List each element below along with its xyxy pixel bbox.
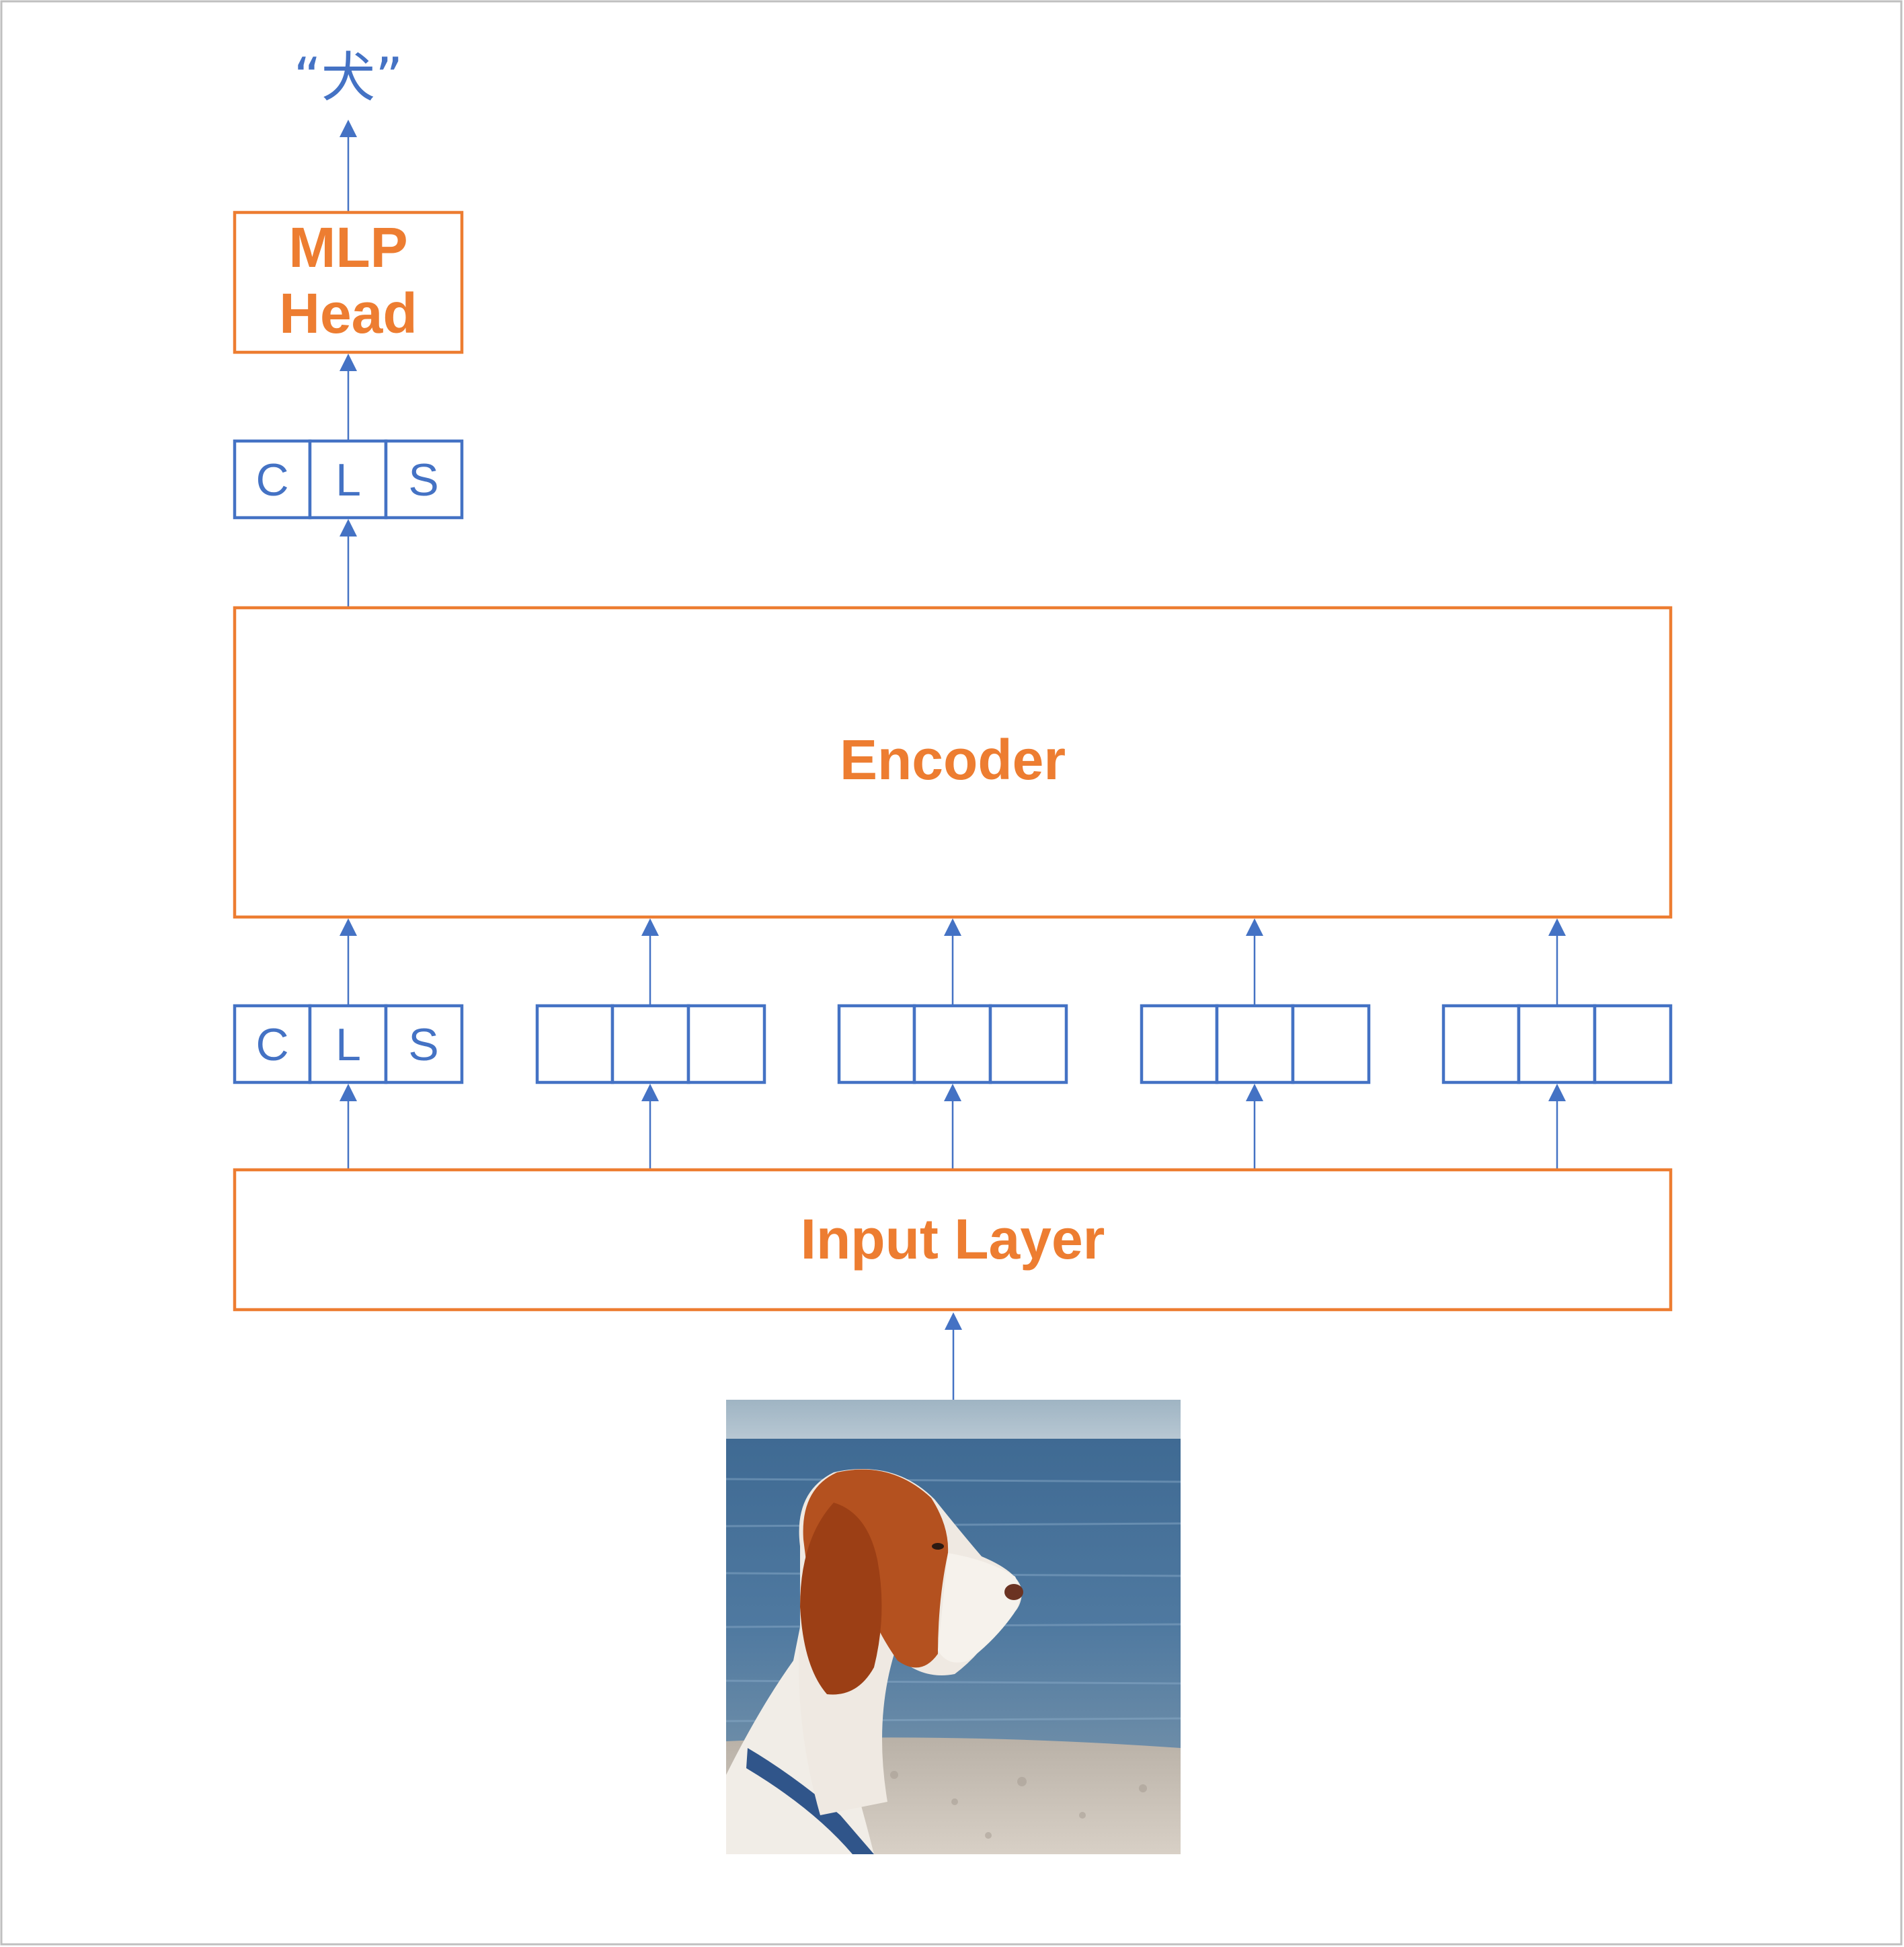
token-cell (233, 439, 312, 520)
arrow-encoder-to-cls (340, 519, 357, 608)
cls-token-output: C L S (233, 439, 464, 520)
token-cell (1441, 1004, 1521, 1084)
token-cell (233, 1004, 312, 1084)
mlp-head-label-line1: MLP (288, 216, 407, 279)
token-cell-label: C (255, 1019, 288, 1070)
output-label: “犬” (294, 46, 403, 109)
input-layer-block: Input Layer (233, 1168, 1673, 1312)
token-cell-label: S (408, 1019, 438, 1070)
input-image-dog-photo (726, 1400, 1181, 1854)
token-cell (1593, 1004, 1673, 1084)
token-cell (308, 439, 388, 520)
token-cell (535, 1004, 614, 1084)
token-cell (1215, 1004, 1295, 1084)
token-cell-label: L (335, 1019, 361, 1070)
mlp-head-label-line2: Head (279, 282, 417, 345)
token-cls: C L S (233, 1004, 464, 1084)
input-layer-label: Input Layer (801, 1207, 1105, 1271)
arrows-tokens-to-encoder (340, 918, 1566, 1006)
token-cell-label: C (255, 454, 288, 506)
token-cell (912, 1004, 992, 1084)
token-cell (1140, 1004, 1219, 1084)
token-cell (384, 439, 464, 520)
arrow-cls-to-mlp (340, 354, 357, 441)
token-cell (686, 1004, 766, 1084)
arrow-input-to-token (944, 1084, 961, 1170)
arrow-input-to-token (641, 1084, 659, 1170)
arrow-image-to-input (945, 1312, 962, 1400)
token-cell (610, 1004, 690, 1084)
arrow-token-to-encoder (340, 918, 357, 1006)
token-cell-label: S (408, 454, 438, 506)
token-patch-4 (1441, 1004, 1673, 1084)
arrows-input-to-tokens (340, 1084, 1566, 1170)
token-patch-1 (535, 1004, 766, 1084)
token-cell (1291, 1004, 1371, 1084)
token-patch-2 (837, 1004, 1068, 1084)
arrow-token-to-encoder (1246, 918, 1263, 1006)
encoder-label: Encoder (840, 728, 1066, 791)
token-row: C L S (233, 1004, 1673, 1084)
arrow-token-to-encoder (641, 918, 659, 1006)
token-cell (1517, 1004, 1597, 1084)
token-cell (837, 1004, 916, 1084)
token-cell (988, 1004, 1068, 1084)
arrow-mlp-to-output (340, 120, 357, 212)
arrow-input-to-token (1548, 1084, 1566, 1170)
token-cell (308, 1004, 388, 1084)
arrow-token-to-encoder (944, 918, 961, 1006)
token-cell-label: L (335, 454, 361, 506)
mlp-head-block: MLP Head (233, 210, 464, 354)
token-cell (384, 1004, 464, 1084)
arrow-input-to-token (1246, 1084, 1263, 1170)
token-patch-3 (1140, 1004, 1371, 1084)
encoder-block: Encoder (233, 606, 1673, 919)
arrow-token-to-encoder (1548, 918, 1566, 1006)
arrow-input-to-token (340, 1084, 357, 1170)
